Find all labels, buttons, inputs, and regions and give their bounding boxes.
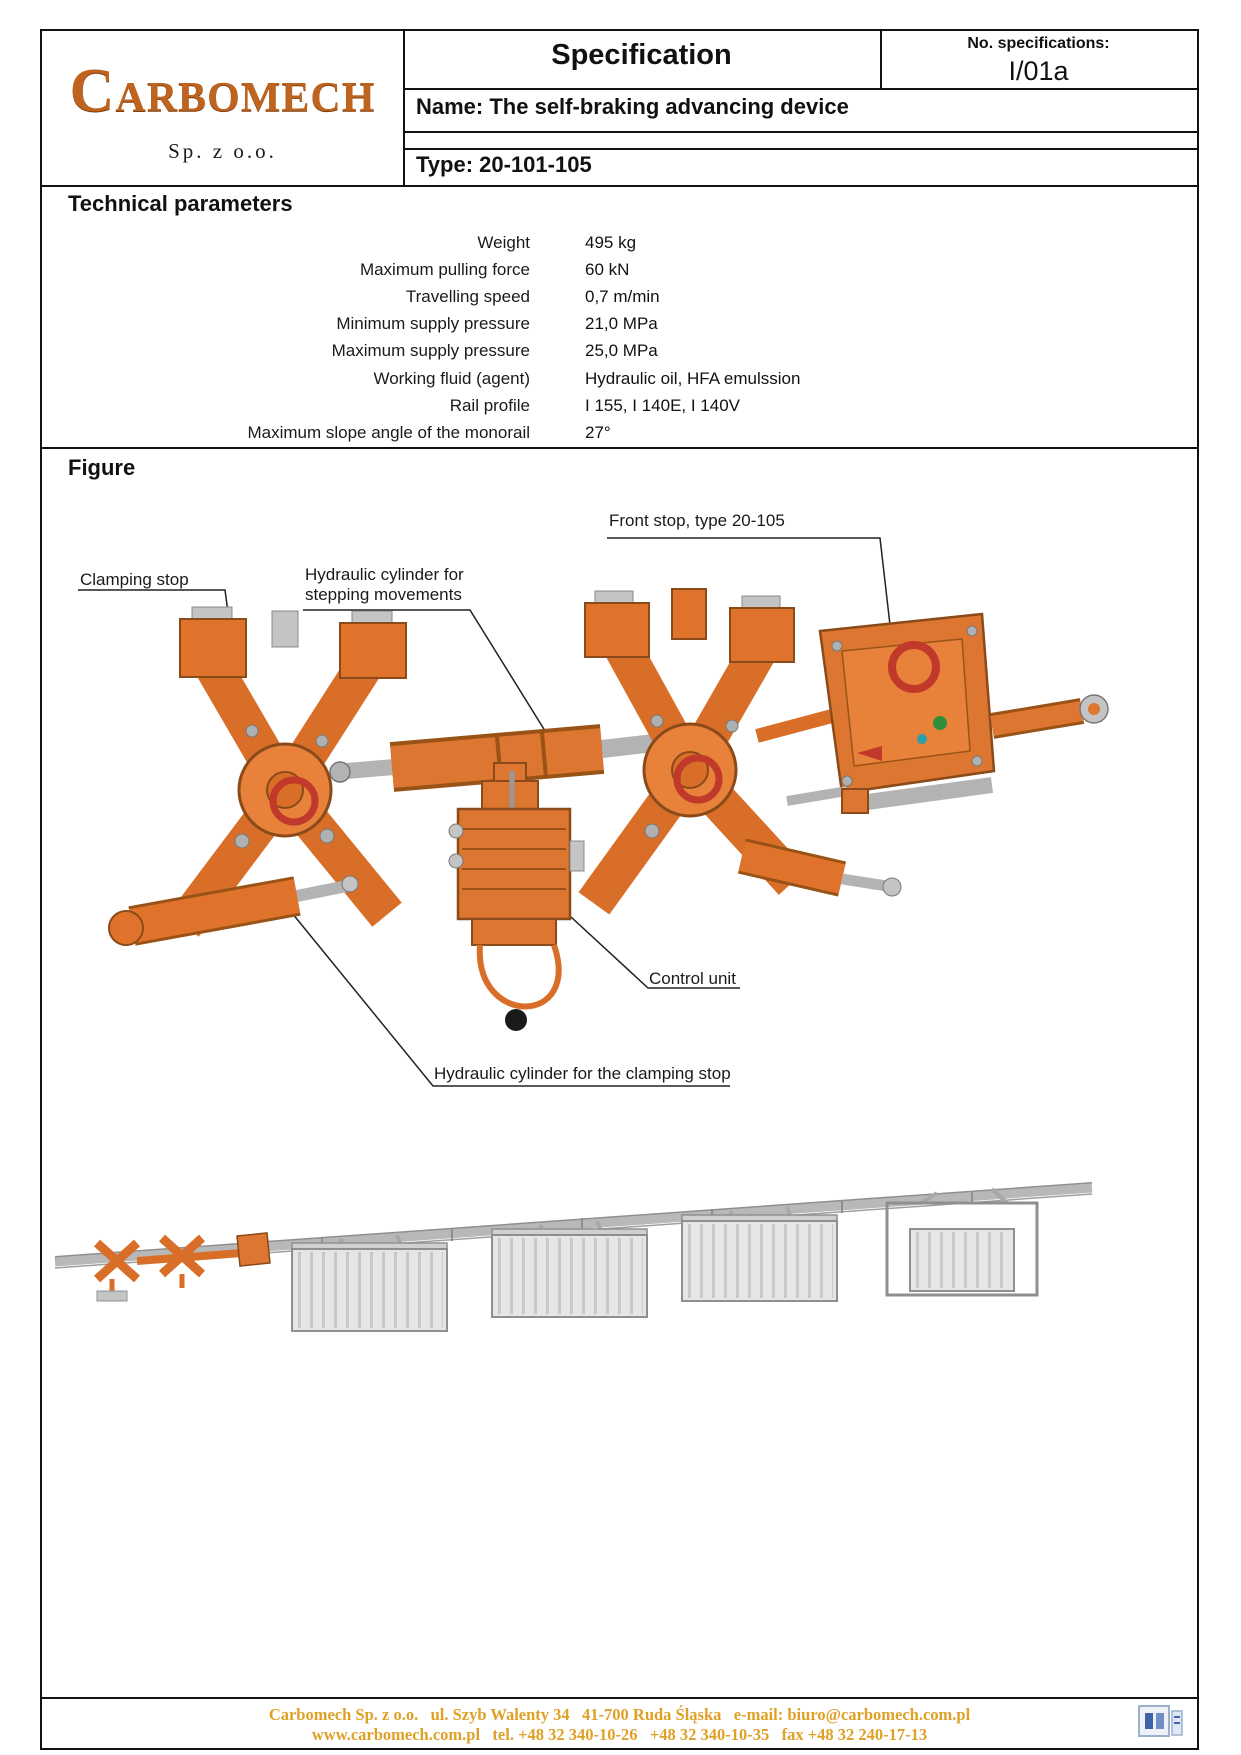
figure-drawing	[54, 537, 1109, 1332]
stepping-cylinder-label: Hydraulic cylinder for stepping movement…	[305, 565, 464, 604]
device-type: Type: 20-101-105	[416, 152, 592, 177]
mini-advancing-device	[93, 1232, 271, 1302]
table-row: Maximum supply pressure 25,0 MPa	[42, 338, 1197, 365]
param-label: Maximum supply pressure	[331, 341, 530, 361]
footer-address-line: Carbomech Sp. z o.o. ul. Szyb Walenty 34…	[268, 1705, 971, 1724]
table-row: Working fluid (agent) Hydraulic oil, HFA …	[42, 365, 1197, 392]
param-label: Maximum pulling force	[359, 259, 530, 279]
company-legal-form: Sp. z o.o.	[168, 139, 277, 163]
logo-initial: C	[69, 57, 116, 125]
header-row1-divider	[403, 88, 1197, 90]
footer-divider	[42, 1697, 1197, 1699]
control-unit-label: Control unit	[649, 969, 736, 988]
control-unit-drawing	[448, 762, 585, 1031]
hanging-containers	[291, 1187, 1039, 1332]
front-stop-label: Front stop, type 20-105	[609, 511, 785, 530]
header-bottom-divider	[42, 185, 1197, 187]
logo-rest: ARBOMECH	[115, 75, 376, 121]
company-logo-wordmark: CARBOMECH	[42, 60, 403, 137]
param-label: Maximum slope angle of the monorail	[247, 422, 530, 442]
pull-loop	[476, 944, 562, 1010]
clamping-stop-label: Clamping stop	[80, 570, 189, 589]
document-title: Specification	[551, 39, 732, 71]
spec-number-value: I/01a	[1008, 56, 1069, 86]
footer-contact-line: www.carbomech.com.pl tel. +48 32 340-10-…	[311, 1725, 928, 1744]
left-clamping-assembly	[168, 606, 407, 937]
table-row: Minimum supply pressure 21,0 MPa	[42, 311, 1197, 338]
company-logo: CARBOMECH Sp. z o.o.	[42, 60, 403, 164]
leader-line	[607, 537, 894, 652]
header-divider-vertical	[403, 31, 405, 185]
param-value: 25,0 MPa	[585, 341, 658, 361]
figure-title: Figure	[68, 455, 136, 480]
clamping-cylinder-label: Hydraulic cylinder for the clamping stop	[434, 1064, 731, 1083]
param-value: 60 kN	[585, 259, 630, 279]
param-value: 27°	[585, 422, 611, 442]
spec-number-label: No. specifications:	[967, 35, 1110, 52]
shackle-ring	[269, 776, 319, 826]
shackle-ring	[673, 754, 723, 804]
leader-line	[544, 892, 740, 989]
green-indicator	[933, 716, 947, 730]
param-label: Weight	[477, 232, 530, 252]
leader-line	[303, 609, 561, 756]
param-value: I 155, I 140E, I 140V	[585, 395, 741, 415]
no-spec-divider	[880, 31, 882, 88]
param-label: Minimum supply pressure	[336, 314, 530, 334]
param-value: Hydraulic oil, HFA emulssion	[585, 368, 801, 388]
param-label: Working fluid (agent)	[373, 368, 530, 388]
table-row: Rail profile I 155, I 140E, I 140V	[42, 392, 1197, 419]
pull-knob	[505, 1009, 527, 1031]
table-row: Weight 495 kg	[42, 229, 1197, 256]
stepping-cylinder-drawing	[329, 724, 656, 792]
section-divider	[42, 447, 1197, 449]
table-row: Maximum slope angle of the monorail 27°	[42, 419, 1197, 446]
param-label: Travelling speed	[405, 286, 530, 306]
right-clamping-assembly	[578, 588, 902, 915]
header-row3-divider	[403, 148, 1197, 150]
front-stop-drawing	[786, 612, 1109, 814]
table-row: Maximum pulling force 60 kN	[42, 256, 1197, 283]
technical-parameters-title: Technical parameters	[68, 191, 293, 216]
monorail-overview-drawing	[54, 1182, 1093, 1332]
param-value: 21,0 MPa	[585, 314, 658, 334]
header-row2-divider	[403, 131, 1197, 133]
param-value: 0,7 m/min	[585, 286, 660, 306]
footer-certification-icon	[1138, 1705, 1183, 1737]
device-name: Name: The self-braking advancing device	[416, 94, 849, 119]
leader-line	[291, 912, 730, 1087]
direction-arrow	[857, 746, 882, 761]
table-row: Travelling speed 0,7 m/min	[42, 283, 1197, 310]
param-value: 495 kg	[585, 232, 637, 252]
document-frame: CARBOMECH Sp. z o.o. Specification No. s…	[40, 29, 1199, 1750]
lifting-ring	[888, 641, 940, 693]
clamping-cylinder-drawing	[108, 875, 359, 946]
param-label: Rail profile	[449, 395, 530, 415]
